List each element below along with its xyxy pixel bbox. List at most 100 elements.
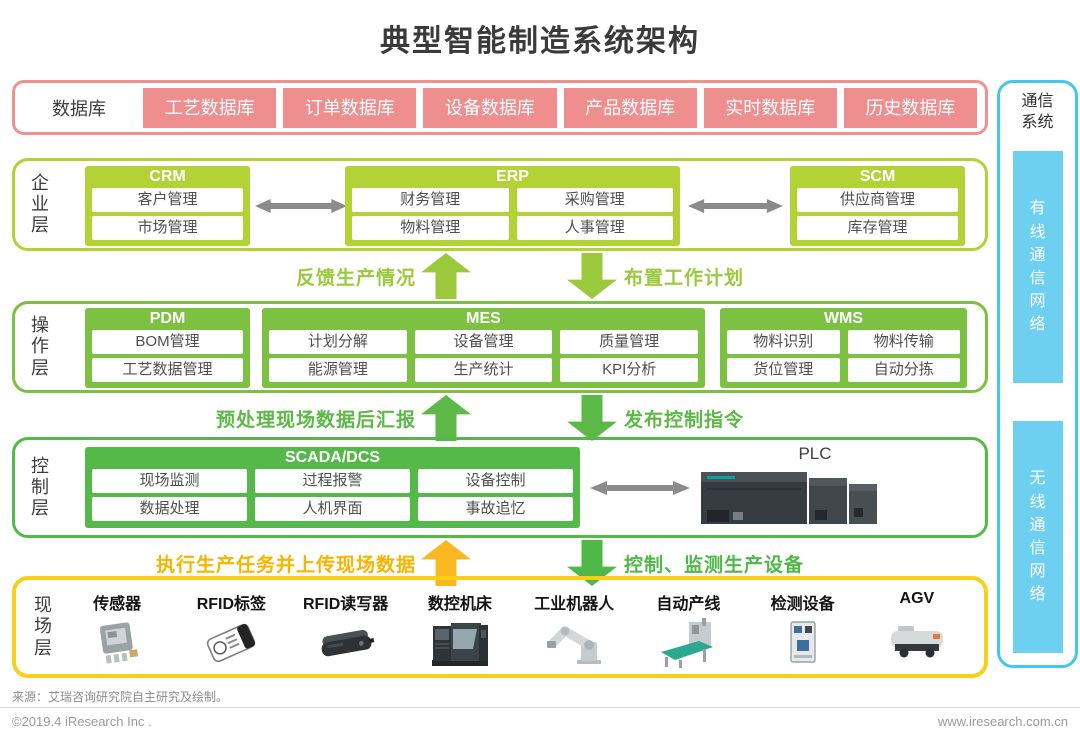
database-item-order: 订单数据库 xyxy=(283,87,417,128)
scm-cell: 库存管理 xyxy=(797,216,958,240)
scada-cell: 现场监测 xyxy=(92,469,247,493)
robot-arm-icon xyxy=(547,626,602,664)
enterprise-layer-label: 企业层 xyxy=(31,172,49,236)
mes-title: MES xyxy=(466,310,501,327)
wms-title: WMS xyxy=(823,310,864,327)
up-arrow-icon xyxy=(421,395,471,441)
crm-cell: 市场管理 xyxy=(92,216,243,240)
erp-cell: 采购管理 xyxy=(516,188,673,212)
crm-erp-bidirectional-arrow-icon xyxy=(255,198,347,214)
control-layer-label: 控制层 xyxy=(31,455,49,519)
scada-cell: 事故追忆 xyxy=(418,497,573,521)
mes-cell: 质量管理 xyxy=(560,330,698,354)
pdm-title: PDM xyxy=(149,310,186,327)
wms-cell: 物料传输 xyxy=(847,330,960,354)
source-note: 来源：艾瑞咨询研究院自主研究及绘制。 xyxy=(12,690,229,704)
field-item-rfid-reader: RFID读写器 xyxy=(289,586,403,672)
database-item-realtime: 实时数据库 xyxy=(703,87,837,128)
wireless-network-box: 无线通信网络 xyxy=(1012,421,1063,653)
field-item-agv: AGV xyxy=(860,586,974,672)
crm-cell: 客户管理 xyxy=(92,188,243,212)
copyright-text: ©2019.4 iResearch Inc . xyxy=(12,714,152,729)
erp-title: ERP xyxy=(496,168,529,185)
database-label: 数据库 xyxy=(52,98,106,119)
communication-title: 通信系统 xyxy=(1021,93,1054,131)
agv-icon xyxy=(890,626,943,658)
field-layer: 现场层 传感器 RFID标签 xyxy=(12,576,988,678)
communication-sidebar: 通信系统 有线通信网络 无线通信网络 xyxy=(997,80,1078,668)
wireless-network-label: 无线通信网络 xyxy=(1029,470,1046,604)
scada-dcs-title: SCADA/DCS xyxy=(284,449,381,466)
flow-label-feedback: 反馈生产情况 xyxy=(295,267,416,289)
field-item-cnc-machine: 数控机床 xyxy=(403,586,517,672)
website-link[interactable]: www.iresearch.com.cn xyxy=(937,714,1068,729)
pdm-cell: BOM管理 xyxy=(92,330,243,354)
cnc-machine-icon xyxy=(431,623,488,666)
flow-label-preprocess: 预处理现场数据后汇报 xyxy=(215,409,416,431)
field-item-inspection: 检测设备 xyxy=(746,586,860,672)
mes-cell: 设备管理 xyxy=(414,330,553,354)
field-layer-label: 现场层 xyxy=(34,595,52,658)
database-item-equipment: 设备数据库 xyxy=(423,87,557,128)
footer-divider xyxy=(0,707,1080,708)
database-row: 数据库 工艺数据库 订单数据库 设备数据库 产品数据库 实时数据库 历史数据库 xyxy=(12,80,988,135)
scm-title: SCM xyxy=(859,168,896,185)
sensor-icon xyxy=(100,622,139,664)
field-item-sensor: 传感器 xyxy=(60,586,174,672)
erp-cell: 人事管理 xyxy=(516,216,673,240)
flow-label-execute: 执行生产任务并上传现场数据 xyxy=(155,554,416,576)
operation-layer-label: 操作层 xyxy=(31,315,49,378)
scada-cell: 人机界面 xyxy=(255,497,410,521)
database-item-process: 工艺数据库 xyxy=(143,87,277,128)
page-title: 典型智能制造系统架构 xyxy=(380,25,700,58)
field-item-label: 检测设备 xyxy=(770,596,835,613)
scada-cell: 数据处理 xyxy=(92,497,247,521)
field-item-rfid-tag: RFID标签 xyxy=(174,586,288,672)
scada-cell: 过程报警 xyxy=(255,469,410,493)
field-item-industrial-robot: 工业机器人 xyxy=(517,586,631,672)
enterprise-layer: 企业层 CRM 客户管理 市场管理 ERP 财务管理 采购管理 物料管理 人事管… xyxy=(12,158,988,251)
flow-label-plan: 布置工作计划 xyxy=(624,267,745,289)
flow-row-enterprise-operation: 反馈生产情况 布置工作计划 xyxy=(0,252,1080,300)
pdm-cell: 工艺数据管理 xyxy=(92,358,243,382)
erp-block: ERP 财务管理 采购管理 物料管理 人事管理 xyxy=(345,166,680,246)
erp-cell: 财务管理 xyxy=(352,188,509,212)
database-item-product: 产品数据库 xyxy=(563,87,697,128)
inspection-device-icon xyxy=(789,621,816,663)
rfid-tag-icon xyxy=(207,623,256,663)
scada-dcs-block: SCADA/DCS 现场监测 过程报警 设备控制 数据处理 人机界面 事故追忆 xyxy=(85,447,580,528)
wms-block: WMS 物料识别 物料传输 货位管理 自动分拣 xyxy=(720,308,967,388)
erp-scm-bidirectional-arrow-icon xyxy=(688,198,783,214)
flow-row-operation-control: 预处理现场数据后汇报 发布控制指令 xyxy=(0,394,1080,442)
mes-cell: 生产统计 xyxy=(414,358,553,382)
scada-plc-bidirectional-arrow-icon xyxy=(590,480,690,496)
field-item-label: RFID标签 xyxy=(196,596,267,613)
flow-label-monitor: 控制、监测生产设备 xyxy=(624,554,805,576)
field-item-auto-line: 自动产线 xyxy=(631,586,745,672)
wms-cell: 货位管理 xyxy=(727,358,840,382)
wms-cell: 物料识别 xyxy=(727,330,840,354)
down-arrow-icon xyxy=(567,253,617,299)
down-arrow-icon xyxy=(567,395,617,441)
plc-device-image xyxy=(695,462,880,534)
field-item-label: RFID读写器 xyxy=(302,596,389,613)
mes-cell: 能源管理 xyxy=(269,358,407,382)
control-layer: 控制层 SCADA/DCS 现场监测 过程报警 设备控制 数据处理 人机界面 事… xyxy=(12,437,988,538)
pdm-block: PDM BOM管理 工艺数据管理 xyxy=(85,308,250,388)
field-item-label: 传感器 xyxy=(93,596,142,613)
wired-network-label: 有线通信网络 xyxy=(1029,200,1046,334)
wms-cell: 自动分拣 xyxy=(847,358,960,382)
database-item-history: 历史数据库 xyxy=(843,87,978,128)
field-item-label: 工业机器人 xyxy=(534,596,615,613)
wired-network-box: 有线通信网络 xyxy=(1012,151,1063,383)
mes-block: MES 计划分解 设备管理 质量管理 能源管理 生产统计 KPI分析 xyxy=(262,308,705,388)
database-items: 工艺数据库 订单数据库 设备数据库 产品数据库 实时数据库 历史数据库 xyxy=(143,87,978,128)
mes-cell: KPI分析 xyxy=(560,358,698,382)
scm-cell: 供应商管理 xyxy=(797,188,958,212)
up-arrow-icon xyxy=(421,253,471,299)
operation-layer: 操作层 PDM BOM管理 工艺数据管理 MES 计划分解 设备管理 质量管理 … xyxy=(12,301,988,393)
plc-label: PLC xyxy=(798,444,832,463)
scm-block: SCM 供应商管理 库存管理 xyxy=(790,166,965,246)
rfid-reader-icon xyxy=(321,629,374,657)
